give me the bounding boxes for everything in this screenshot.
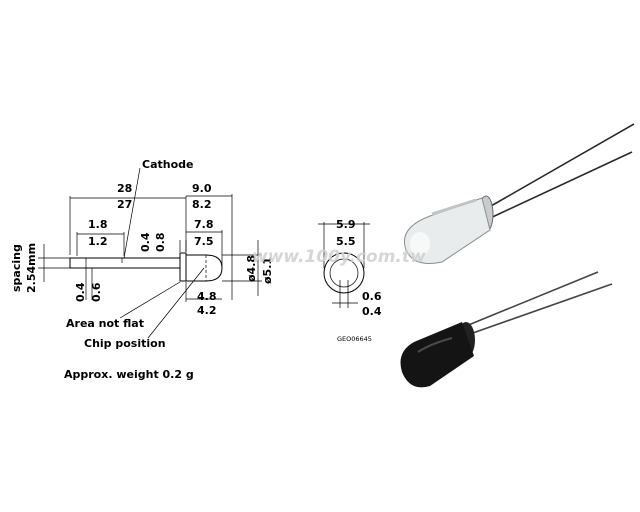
- area-not-flat-label: Area not flat: [66, 317, 144, 330]
- dark-led-lead-2: [465, 271, 599, 327]
- front-outer-circle: [323, 252, 365, 294]
- clear-led-lead-2: [485, 151, 633, 221]
- svg-text:0.4: 0.4: [139, 232, 152, 252]
- dark-led-lead-1: [469, 283, 613, 335]
- cathode-leader: [123, 167, 141, 259]
- svg-text:2.54mm: 2.54mm: [25, 243, 38, 293]
- drawing-code: GEO06645: [337, 335, 372, 343]
- svg-text:ø4.8: ø4.8: [245, 255, 258, 282]
- svg-text:9.0: 9.0: [192, 182, 212, 195]
- led-body-outline: [186, 254, 223, 282]
- svg-text:0.4: 0.4: [74, 282, 87, 302]
- front-view-drawing: [318, 222, 370, 308]
- svg-text:1.2: 1.2: [88, 235, 108, 248]
- svg-text:1.8: 1.8: [88, 218, 108, 231]
- dark-led-body: [400, 322, 474, 388]
- svg-text:7.5: 7.5: [194, 235, 214, 248]
- svg-text:7.8: 7.8: [194, 218, 214, 231]
- clear-led-lead-1: [483, 123, 635, 211]
- chip-position-label: Chip position: [84, 337, 166, 350]
- svg-text:5.5: 5.5: [336, 235, 356, 248]
- front-inner-circle: [329, 258, 359, 288]
- svg-text:4.8: 4.8: [197, 290, 217, 303]
- dark-led-photo: [400, 271, 613, 388]
- clear-led-photo: [404, 123, 635, 264]
- svg-text:0.6: 0.6: [362, 290, 382, 303]
- flange: [179, 252, 187, 282]
- svg-text:28: 28: [117, 182, 132, 195]
- watermark-text: www.100y.com.tw: [252, 247, 426, 267]
- svg-text:spacing: spacing: [10, 244, 23, 292]
- svg-text:0.6: 0.6: [90, 282, 103, 302]
- svg-text:8.2: 8.2: [192, 198, 212, 211]
- cathode-label: Cathode: [142, 158, 193, 171]
- svg-text:ø5.1: ø5.1: [261, 257, 274, 284]
- svg-text:0.4: 0.4: [362, 305, 382, 318]
- weight-label: Approx. weight 0.2 g: [64, 368, 194, 381]
- svg-text:4.2: 4.2: [197, 304, 217, 317]
- side-view-drawing: [38, 167, 262, 339]
- svg-text:27: 27: [117, 198, 132, 211]
- svg-text:5.9: 5.9: [336, 218, 356, 231]
- svg-text:0.8: 0.8: [154, 233, 167, 253]
